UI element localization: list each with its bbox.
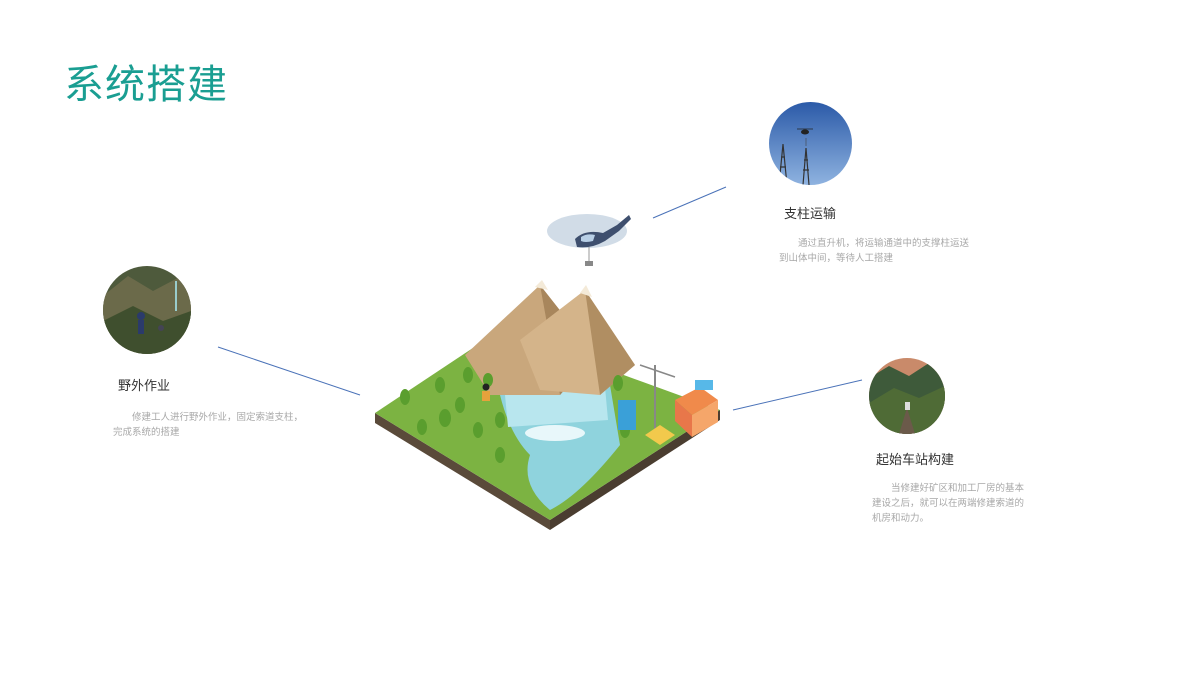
page-title: 系统搭建 [64, 62, 228, 108]
station-construction-photo [869, 358, 945, 434]
field-work-photo [103, 266, 191, 354]
station-construction-description: 当修建好矿区和加工厂房的基本建设之后，就可以在两端修建索道的机房和动力。 [872, 483, 1025, 524]
helicopter-transport-description: 通过直升机，将运输通道中的支撑柱运送到山体中间，等待人工搭建 [779, 238, 970, 264]
station-building [675, 387, 718, 415]
helicopter-illustration [547, 214, 631, 266]
helicopter-transport-label: 支柱运输 [784, 207, 837, 222]
helicopter-transport-photo [769, 102, 852, 185]
field-work-description: 修建工人进行野外作业，固定索道支柱，完成系统的搭建 [113, 412, 304, 438]
connector-line-station [732, 379, 863, 411]
isometric-mountain-scene [375, 280, 720, 530]
connector-line-field-work [217, 346, 361, 396]
field-work-label: 野外作业 [118, 379, 171, 394]
station-crane-cabin [618, 400, 636, 430]
station-construction-label: 起始车站构建 [876, 453, 955, 468]
connector-line-transport [652, 186, 727, 219]
